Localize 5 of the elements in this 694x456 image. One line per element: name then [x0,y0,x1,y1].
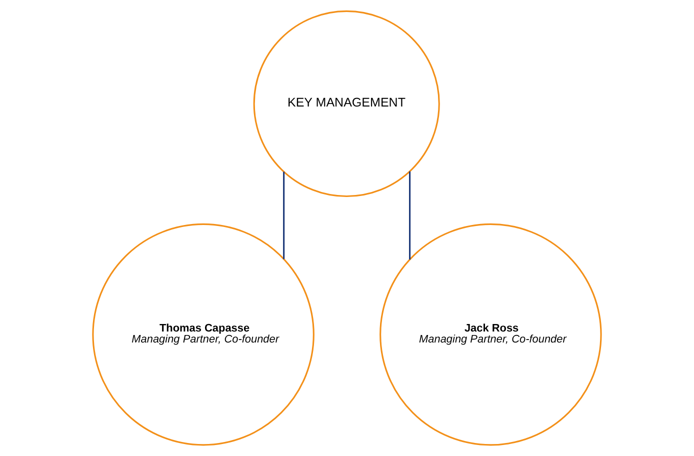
connector [283,172,285,260]
node-circle: Thomas Capasse Managing Partner, Co-founder [92,223,314,446]
node-circle: KEY MANAGEMENT [253,10,440,198]
connector [409,171,411,260]
node-circle: Jack Ross Managing Partner, Co-founder [380,223,602,446]
